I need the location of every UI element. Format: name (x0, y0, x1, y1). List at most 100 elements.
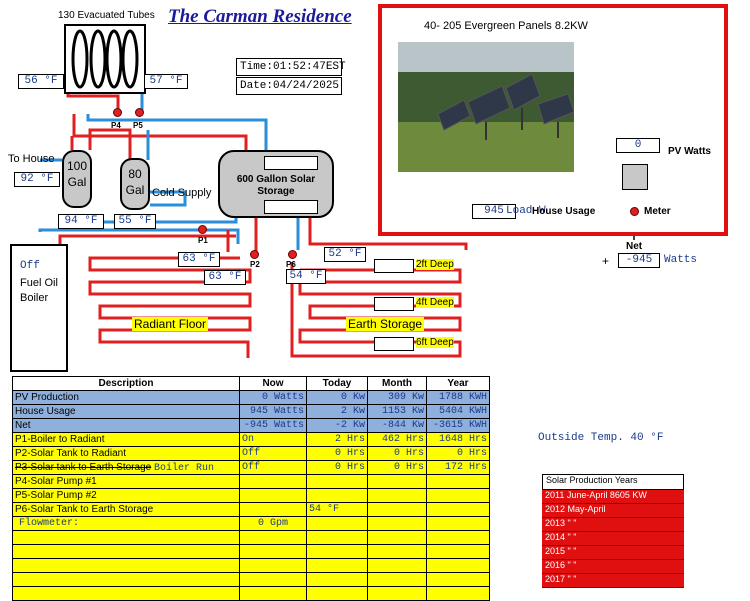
boiler-run-label: Boiler Run (153, 462, 214, 474)
row-desc: P1-Boiler to Radiant (12, 432, 240, 447)
house-usage-label: House Usage (532, 206, 596, 217)
row-desc: P6-Solar Tank to Earth Storage (12, 502, 240, 517)
row-today (306, 488, 368, 503)
tank-80-label: 80 Gal (125, 167, 145, 197)
tank-80-temp: 55 °F (114, 214, 156, 229)
row-today: 2 Hrs (306, 432, 368, 447)
date-readout: Date:04/24/2025 (236, 77, 342, 95)
row-month: 0 Hrs (367, 446, 427, 461)
table-row: Flowmeter:0 Gpm (12, 516, 490, 531)
row-now: 0 Gpm (239, 516, 307, 531)
row-year: 1648 Hrs (426, 432, 490, 447)
row-now: -945 Watts (239, 418, 307, 433)
row-month (367, 502, 427, 517)
meter-node (630, 207, 639, 216)
solar-year-row: 2017 " " (542, 574, 684, 588)
pump-p2-label: P2 (250, 260, 260, 269)
row-now: On (239, 432, 307, 447)
table-row: P6-Solar Tank to Earth Storage 54 °F (12, 502, 490, 517)
row-now: 945 Watts (239, 404, 307, 419)
col-month: Month (367, 376, 427, 391)
row-month (367, 516, 427, 531)
net-unit: Watts (664, 254, 698, 266)
table-row (12, 544, 490, 559)
depth-6ft-label: 6ft Deep (416, 337, 454, 348)
table-row: P5-Solar Pump #2 (12, 488, 490, 503)
table-row: P3-Solar tank to Earth Storage Boiler Ru… (12, 460, 490, 475)
row-today: 0 Hrs (306, 446, 368, 461)
table-row: Net-945 Watts-2 Kw-844 Kw-3615 KWH (12, 418, 490, 433)
production-table: Description Now Today Month Year PV Prod… (12, 376, 490, 601)
meter-label: Meter (644, 206, 671, 217)
boiler-label: Fuel Oil Boiler (20, 277, 58, 304)
collector-right-temp: 57 °F (144, 74, 188, 89)
pv-watts-value: 0 (616, 138, 660, 153)
row-today: -2 Kw (306, 418, 368, 433)
solar-year-row: 2016 " " (542, 560, 684, 574)
page-title: The Carman Residence (168, 6, 352, 27)
depth-6ft-value (374, 337, 414, 351)
solar-array-photo (398, 42, 574, 172)
row-today (306, 516, 368, 531)
row-now (239, 488, 307, 503)
pump-p6-label: P6 (286, 260, 296, 269)
depth-2ft-value (374, 259, 414, 273)
solar-year-row: 2015 " " (542, 546, 684, 560)
solar-years-title: Solar Production Years (542, 474, 684, 490)
time-readout: Time:01:52:47EST (236, 58, 346, 76)
radiant-temp-out: 63 °F (204, 270, 246, 285)
table-row (12, 558, 490, 573)
row-month: 309 Kw (367, 390, 427, 405)
row-now (239, 474, 307, 489)
earth-return-temp: 54 °F (286, 269, 326, 284)
pump-p6 (288, 250, 297, 259)
row-month (367, 488, 427, 503)
to-house-label: To House (8, 153, 55, 165)
row-today (306, 474, 368, 489)
row-year: 5404 KWH (426, 404, 490, 419)
storage-label: 600 Gallon Solar Storage (236, 174, 316, 197)
row-desc: Net (12, 418, 240, 433)
solar-year-row: 2014 " " (542, 532, 684, 546)
storage-top-temp (264, 156, 318, 170)
row-month: -844 Kw (367, 418, 427, 433)
row-now: Off (239, 446, 307, 461)
load-label: Load W (506, 205, 546, 217)
radiant-temp-in: 63 °F (178, 252, 220, 267)
col-now: Now (239, 376, 307, 391)
solar-years-panel: Solar Production Years 2011 June-April 8… (542, 474, 684, 588)
pump-p1-label: P1 (198, 236, 208, 245)
col-year: Year (426, 376, 490, 391)
row-desc: House Usage (12, 404, 240, 419)
depth-4ft-label: 4ft Deep (416, 297, 454, 308)
row-desc: Flowmeter: (12, 516, 240, 531)
row-desc: P4-Solar Pump #1 (12, 474, 240, 489)
storage-bottom-temp (264, 200, 318, 214)
pv-panel-title: 40- 205 Evergreen Panels 8.2KW (424, 20, 588, 32)
collector-left-temp: 56 °F (18, 74, 64, 89)
table-row (12, 586, 490, 601)
to-house-temp: 92 °F (14, 172, 60, 187)
row-today: 2 Kw (306, 404, 368, 419)
row-year (426, 516, 490, 531)
radiant-floor-label: Radiant Floor (132, 317, 209, 331)
row-desc: PV Production (12, 390, 240, 405)
row-month: 462 Hrs (367, 432, 427, 447)
row-today: 54 °F (306, 502, 368, 517)
tank-100-label: 100 Gal (66, 159, 88, 189)
row-year: -3615 KWH (426, 418, 490, 433)
tank-80-gal: 80 Gal (120, 158, 150, 210)
table-row (12, 572, 490, 587)
boiler-status: Off (20, 260, 40, 272)
row-desc: P2-Solar Tank to Radiant (12, 446, 240, 461)
pump-p4 (113, 108, 122, 117)
collector-label: 130 Evacuated Tubes (58, 10, 155, 21)
pump-p1 (198, 225, 207, 234)
pump-p4-label: P4 (111, 121, 121, 130)
pump-p5-label: P5 (133, 121, 143, 130)
row-now: 0 Watts (239, 390, 307, 405)
tank-100-gal: 100 Gal (62, 150, 92, 208)
